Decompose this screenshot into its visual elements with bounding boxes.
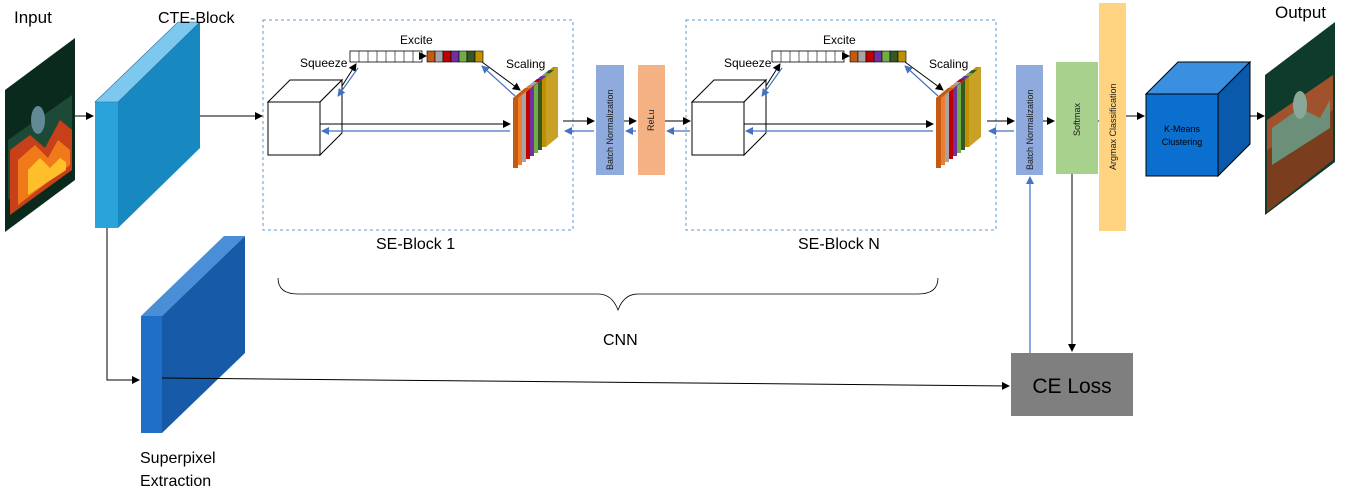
relu-label: ReLu <box>646 109 656 131</box>
scaling-layer <box>956 83 961 153</box>
scaling-layer <box>513 98 518 168</box>
input-image <box>5 38 75 232</box>
excite-cell <box>466 50 476 63</box>
excite-cell <box>474 50 484 63</box>
output-image <box>1265 22 1335 215</box>
superpixel-block <box>141 236 245 433</box>
cnn-brace <box>277 277 939 312</box>
scaling-layer <box>964 77 969 147</box>
scaling-layer-top <box>513 88 530 98</box>
excite-cell <box>873 50 883 63</box>
scaling-layer <box>960 80 965 150</box>
superpixel-label-line2: Extraction <box>140 473 211 490</box>
squeeze-label-1: Squeeze <box>300 56 348 70</box>
scaling-layer <box>537 80 542 150</box>
kmeans-cube <box>1144 60 1252 178</box>
scaling-layer <box>940 95 945 165</box>
excite-cell <box>442 50 452 63</box>
excite-cell <box>426 50 436 63</box>
se-block-n-label: SE-Block N <box>798 236 880 253</box>
squeeze-label-n: Squeeze <box>724 56 772 70</box>
superpixel-to-celoss-arrow <box>161 377 1010 390</box>
scaling-stack-n <box>936 67 981 168</box>
batch-norm-1-label: Batch Normalization <box>605 89 615 170</box>
excite-cell <box>897 50 907 63</box>
se-block-1-label: SE-Block 1 <box>376 236 455 253</box>
excite-cell <box>450 50 460 63</box>
input-label: Input <box>14 8 52 27</box>
scaling-layer <box>521 92 526 162</box>
excite-return-arrow-1 <box>481 65 516 97</box>
excite-label-n: Excite <box>823 33 856 47</box>
kmeans-label-line1: K-Means <box>1164 124 1201 134</box>
kmeans-label-line2: Clustering <box>1162 137 1203 147</box>
cte-to-superpixel-arrow <box>106 228 140 384</box>
scaling-layer <box>529 86 534 156</box>
scaling-layer <box>952 86 957 156</box>
softmax-box <box>1056 62 1098 174</box>
squeeze-return-arrow-n <box>761 67 783 97</box>
excite-cell <box>889 50 899 63</box>
ce-loss-box <box>1011 353 1133 416</box>
excite-cell <box>434 50 444 63</box>
scaling-layer-side <box>969 67 981 147</box>
ce-loss-label: CE Loss <box>1032 375 1111 398</box>
squeeze-arrow-1 <box>341 63 357 87</box>
scaling-layer <box>517 95 522 165</box>
argmax-box <box>1099 3 1126 231</box>
scaling-layer-top <box>936 88 953 98</box>
output-label: Output <box>1275 3 1326 22</box>
cte-block <box>94 21 201 228</box>
batch-norm-1-box <box>596 65 624 175</box>
squeeze-cube-1 <box>266 78 344 157</box>
scaling-label-1: Scaling <box>506 57 545 71</box>
squeeze-return-arrow-1 <box>337 67 359 97</box>
scaling-layer <box>948 89 953 159</box>
excite-vector-n <box>849 50 907 63</box>
scaling-layer <box>541 77 546 147</box>
squeeze-vector-1 <box>349 50 423 63</box>
scaling-layer <box>944 92 949 162</box>
excite-cell <box>881 50 891 63</box>
relu-box <box>638 65 665 175</box>
cte-block-label: CTE-Block <box>158 10 235 27</box>
squeeze-cube-n <box>690 78 768 157</box>
se-block-1-border <box>262 19 574 231</box>
batch-norm-2-box <box>1016 65 1043 175</box>
scaling-stack-1 <box>513 67 558 168</box>
scaling-layer <box>525 89 530 159</box>
excite-cell <box>857 50 867 63</box>
squeeze-arrow-n <box>765 63 781 87</box>
scaling-layer <box>936 98 941 168</box>
excite-cell <box>865 50 875 63</box>
softmax-label: Softmax <box>1072 102 1082 136</box>
cnn-label: CNN <box>603 332 638 349</box>
excite-cell <box>458 50 468 63</box>
excite-vector-1 <box>426 50 484 63</box>
scaling-layer-side <box>546 67 558 147</box>
superpixel-label-line1: Superpixel <box>140 450 216 467</box>
scaling-label-n: Scaling <box>929 57 968 71</box>
batch-norm-2-label: Batch Normalization <box>1025 89 1035 170</box>
argmax-label: Argmax Classification <box>1108 83 1118 170</box>
se-block-n-border <box>685 19 997 231</box>
excite-label-1: Excite <box>400 33 433 47</box>
squeeze-vector-n <box>771 50 845 63</box>
scaling-layer <box>533 83 538 153</box>
excite-cell <box>849 50 859 63</box>
excite-return-arrow-n <box>904 65 939 97</box>
